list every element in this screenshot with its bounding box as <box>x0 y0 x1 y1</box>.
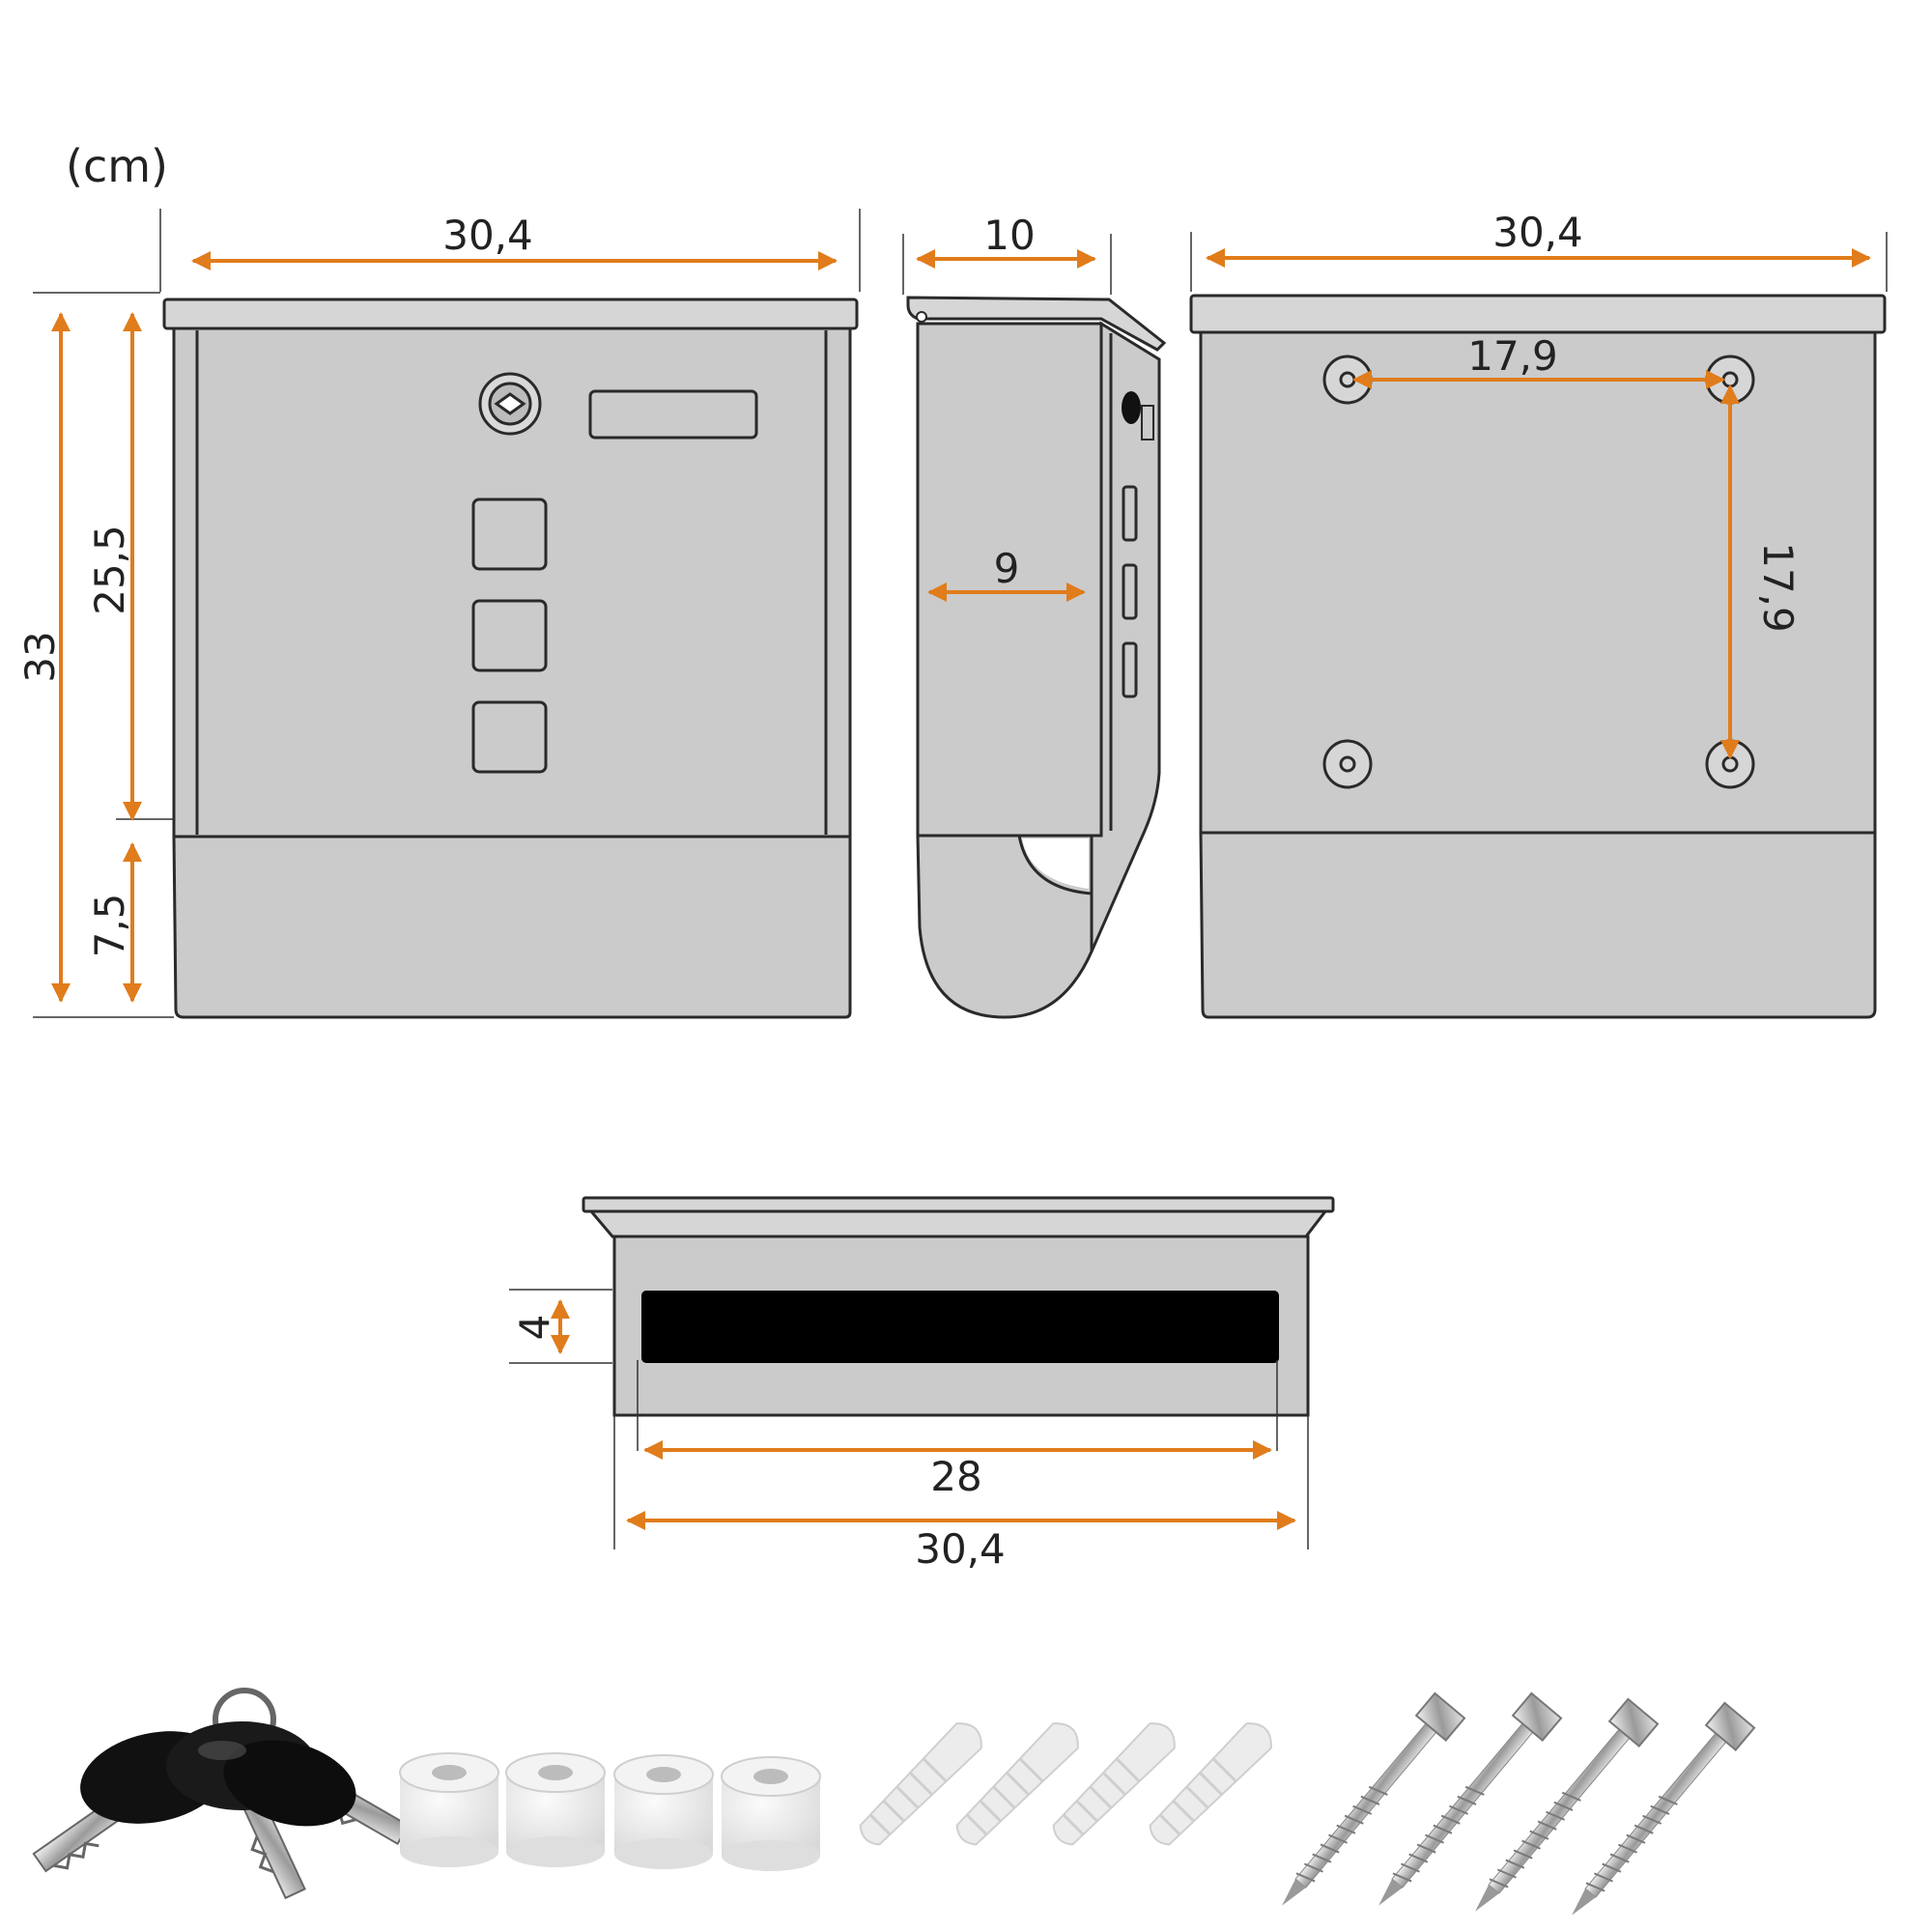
side-view: 10 9 <box>902 212 1167 1019</box>
side-inner-depth-label: 9 <box>994 545 1020 592</box>
side-window-3 <box>1122 641 1138 698</box>
name-plate <box>588 389 758 440</box>
screw-icon <box>1282 1691 1756 1916</box>
side-window-2 <box>1122 563 1138 620</box>
side-lid <box>906 296 1167 352</box>
top-slot-height-label: 4 <box>511 1315 558 1341</box>
view-window-2 <box>471 599 548 672</box>
back-hole-vertical-label: 17,9 <box>1754 542 1802 633</box>
front-upper-height-label: 25,5 <box>86 525 133 615</box>
view-window-1 <box>471 497 548 571</box>
side-window-1 <box>1122 485 1138 542</box>
front-width-label: 30,4 <box>442 212 533 259</box>
top-view: 4 28 30,4 <box>509 1196 1335 1573</box>
front-lower-height-label: 7,5 <box>86 894 133 958</box>
front-lid <box>162 298 859 330</box>
front-total-height-label: 33 <box>16 631 64 682</box>
back-view: 30,4 17,9 17,9 <box>1189 209 1888 1019</box>
side-depth-label: 10 <box>983 212 1035 259</box>
back-lid <box>1189 294 1887 334</box>
top-lid <box>582 1196 1335 1213</box>
view-window-3 <box>471 700 548 774</box>
mail-slot <box>641 1291 1279 1363</box>
front-bottom-compartment <box>172 835 852 1019</box>
key-icon <box>32 1688 410 1900</box>
back-width-label: 30,4 <box>1492 209 1583 256</box>
top-width-label: 30,4 <box>915 1525 1006 1573</box>
wall-plug-icon <box>859 1722 1272 1846</box>
spacer-icon <box>399 1752 821 1871</box>
back-bottom-compartment <box>1199 831 1877 1019</box>
back-body <box>1199 330 1877 835</box>
top-slot-width-label: 28 <box>930 1453 981 1500</box>
front-view: 30,4 33 25,5 7,5 <box>16 209 861 1019</box>
accessories <box>32 1688 1756 1916</box>
back-hole-horizontal-label: 17,9 <box>1467 332 1558 380</box>
mounting-hole-bottom-left <box>1322 739 1373 789</box>
units-label: (cm) <box>66 140 168 192</box>
side-lock-icon <box>1122 391 1141 424</box>
lock-icon <box>478 372 542 436</box>
